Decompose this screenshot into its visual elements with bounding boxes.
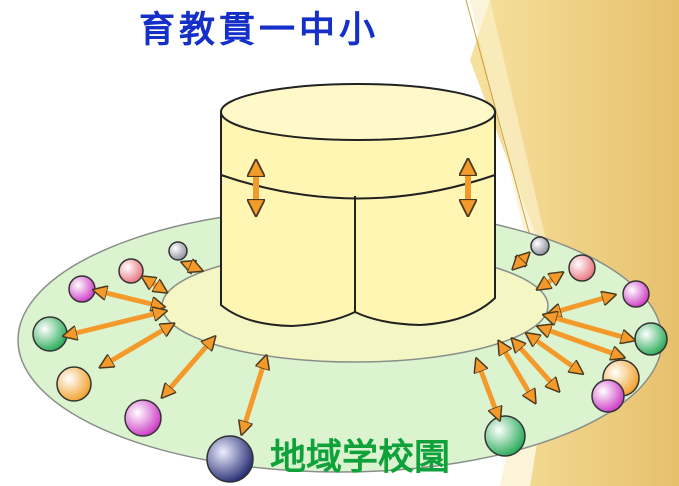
school-node — [56, 366, 92, 402]
connection-arrow — [165, 340, 212, 394]
school-node — [530, 236, 550, 256]
school-node — [32, 316, 68, 352]
connection-arrow — [186, 264, 198, 269]
school-node — [568, 254, 596, 282]
region-label: 地域学校園 — [270, 437, 451, 478]
school-node — [68, 275, 96, 303]
vertical-title: 小 中 一 貫 教 育 — [133, 10, 374, 50]
title-char: 教 — [173, 10, 214, 50]
connection-arrow — [516, 256, 526, 266]
connection-arrow — [552, 296, 611, 313]
cylinder-vertical-arrows — [256, 165, 468, 210]
connection-arrow — [541, 275, 559, 287]
connection-arrow — [243, 360, 265, 430]
connection-arrow — [98, 291, 160, 306]
school-node — [124, 399, 162, 437]
school-node — [206, 435, 254, 483]
title-char: 中 — [293, 10, 334, 50]
connection-arrow — [104, 326, 170, 365]
title-char: 小 — [333, 10, 374, 50]
title-char: 育 — [133, 10, 174, 50]
school-node — [484, 415, 526, 457]
school-node — [168, 241, 188, 261]
school-node — [634, 322, 668, 356]
connection-arrow — [501, 345, 533, 399]
title-char: 一 — [253, 10, 294, 50]
school-node — [622, 280, 650, 308]
title-char: 貫 — [213, 10, 254, 50]
connection-arrow — [478, 363, 498, 416]
school-node — [591, 379, 625, 413]
connection-arrows — [68, 256, 630, 430]
school-node — [118, 258, 144, 284]
school-cylinder — [220, 83, 496, 328]
